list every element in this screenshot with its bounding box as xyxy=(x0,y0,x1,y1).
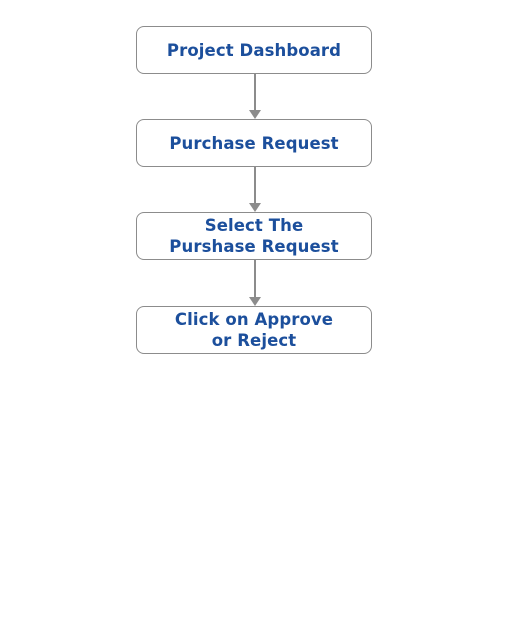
connector-line xyxy=(254,74,256,111)
arrow-down-icon xyxy=(247,74,263,119)
connector-line xyxy=(254,167,256,204)
connector-line xyxy=(254,260,256,298)
arrowhead xyxy=(249,110,261,119)
arrow-down-icon xyxy=(247,167,263,212)
flow-step-purchase-request: Purchase Request xyxy=(136,119,372,167)
arrowhead xyxy=(249,203,261,212)
flow-step-project-dashboard: Project Dashboard xyxy=(136,26,372,74)
flow-step-select-purchase-request: Select The Purshase Request xyxy=(136,212,372,260)
flow-step-approve-or-reject: Click on Approve or Reject xyxy=(136,306,372,354)
arrowhead xyxy=(249,297,261,306)
arrow-down-icon xyxy=(247,260,263,306)
